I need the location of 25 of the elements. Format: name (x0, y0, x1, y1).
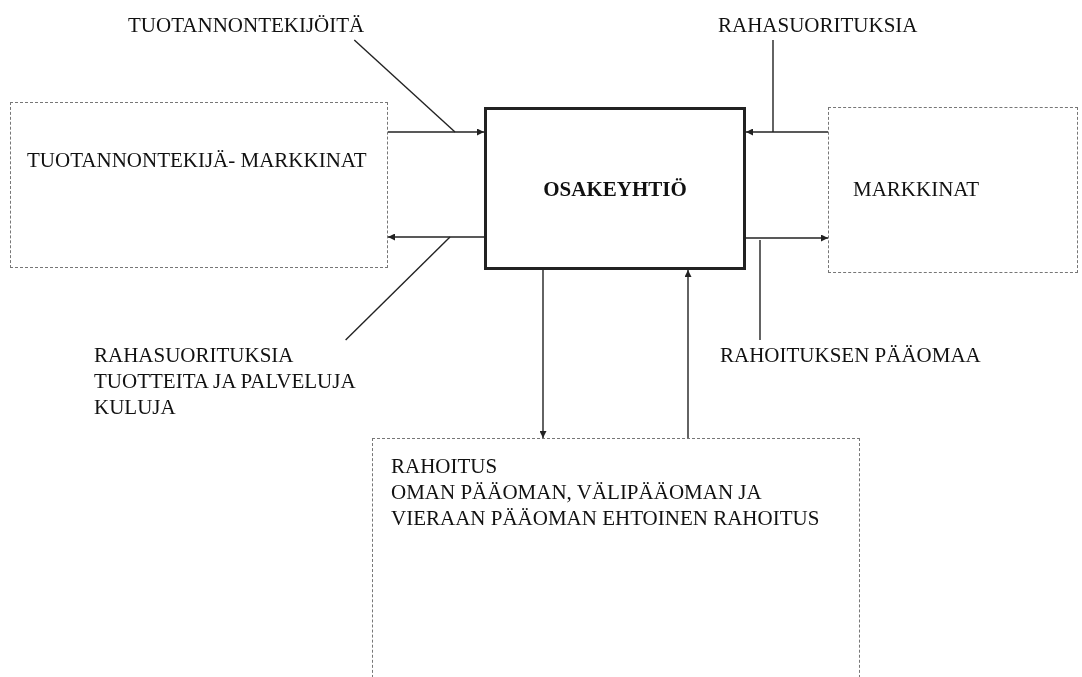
dashed-box (828, 107, 1078, 273)
company-box (484, 107, 746, 270)
dashed-box (10, 102, 388, 268)
arrow (745, 234, 829, 242)
callout-label: TUOTANNONTEKIJÖITÄ (128, 12, 365, 38)
callout-label: KULUJA (94, 394, 177, 420)
box-text: OMAN PÄÄOMAN, VÄLIPÄÄOMAN JA VIERAAN PÄÄOMAN EHTOINEN RAHOITUS (391, 479, 821, 531)
box-label: RAHOITUS (391, 453, 499, 479)
callout-label: RAHASUORITUKSIA (718, 12, 918, 38)
leader-line (772, 39, 774, 133)
arrow (387, 233, 485, 241)
dashed-box (372, 438, 860, 677)
callout-label: RAHASUORITUKSIA (94, 342, 295, 368)
arrow (387, 128, 485, 136)
callout-label: TUOTTEITA JA PALVELUJA (94, 368, 356, 394)
box-label: MARKKINAT (853, 176, 980, 202)
leader-line (344, 236, 451, 341)
arrow (745, 128, 829, 136)
arrow (539, 269, 547, 439)
arrow (684, 269, 692, 439)
box-label: TUOTANNONTEKIJÄ- MARKKINAT (27, 147, 368, 173)
leader-line (353, 39, 456, 133)
callout-label: RAHOITUKSEN PÄÄOMAA (720, 342, 981, 368)
leader-line (759, 239, 761, 341)
box-label: OSAKEYHTIÖ (543, 175, 687, 202)
